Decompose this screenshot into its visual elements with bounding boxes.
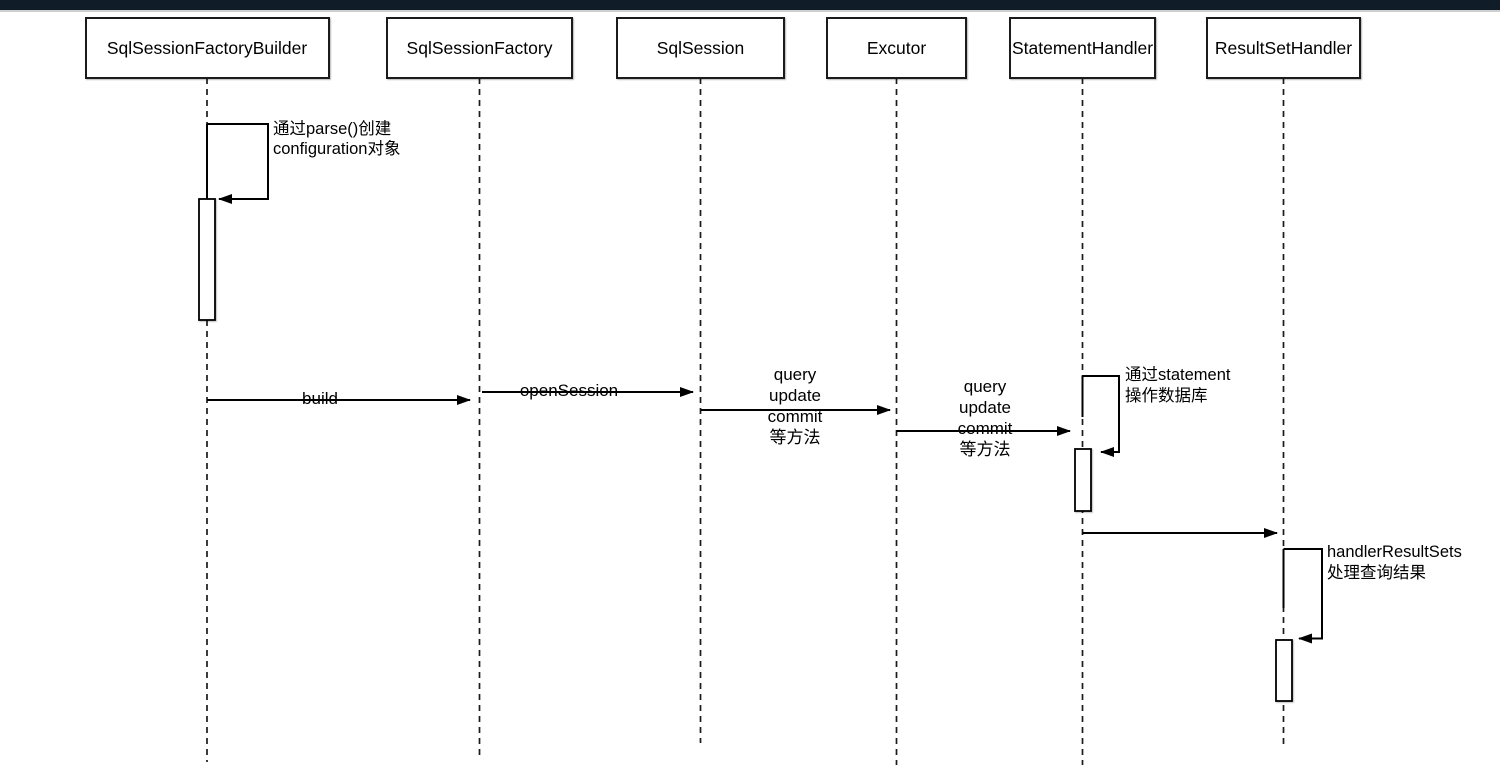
message-parse-self-loop: 通过parse()创建 configuration对象 (206, 119, 400, 204)
participant-label: SqlSession (657, 38, 745, 58)
participant-box (1206, 17, 1361, 79)
participant-box (85, 17, 330, 79)
participant-resultsethandler: ResultSetHandler (1206, 17, 1361, 79)
participant-sqlsession: SqlSession (616, 17, 785, 79)
activation-bar-builder (198, 198, 216, 321)
message-label: handlerResultSets (1327, 543, 1462, 561)
participant-label: SqlSessionFactory (407, 38, 553, 58)
self-loop-arrow (207, 123, 269, 204)
participant-excutor: Excutor (826, 17, 967, 79)
message-label: query (964, 377, 1007, 396)
activation-bar-resultsethandler (1275, 639, 1293, 702)
message-label: openSession (520, 381, 618, 400)
self-loop-arrow (1082, 375, 1120, 457)
participant-box (616, 17, 785, 79)
top-bar-divider (0, 10, 1500, 12)
message-handler-resultsets-self-loop: handlerResultSets 处理查询结果 (1282, 543, 1462, 644)
message-label: 通过statement (1125, 365, 1231, 384)
activation-bar-statementhandler (1074, 448, 1092, 512)
message-query-to-excutor: query update commit 等方法 (700, 365, 891, 447)
message-label: 操作数据库 (1125, 386, 1208, 405)
message-open-session: openSession (482, 381, 694, 400)
message-label: 处理查询结果 (1327, 563, 1426, 582)
message-build: build (207, 389, 471, 408)
participant-statementhandler: StatementHandler (1009, 17, 1156, 79)
message-statement-self-loop: 通过statement 操作数据库 (1081, 365, 1231, 457)
message-label: query (774, 365, 817, 384)
message-label: 等方法 (770, 428, 821, 447)
message-label: update (769, 386, 821, 405)
message-label: update (959, 398, 1011, 417)
participant-sqlsessionfactory: SqlSessionFactory (386, 17, 573, 79)
message-label: 等方法 (960, 440, 1011, 459)
participant-label: Excutor (867, 38, 926, 58)
message-label: configuration对象 (273, 139, 400, 158)
participant-label: ResultSetHandler (1215, 38, 1352, 58)
message-query-to-statement-handler: query update commit 等方法 (896, 377, 1071, 459)
participant-box (386, 17, 573, 79)
message-label: build (302, 389, 338, 408)
top-bar (0, 0, 1500, 10)
participant-label: StatementHandler (1012, 38, 1153, 58)
message-label: 通过parse()创建 (273, 119, 391, 138)
message-label: commit (958, 419, 1013, 438)
participant-label: SqlSessionFactoryBuilder (107, 38, 308, 58)
participant-sqlsessionfactorybuilder: SqlSessionFactoryBuilder (85, 17, 330, 79)
self-loop-arrow (1283, 548, 1323, 644)
message-label: commit (768, 407, 823, 426)
participant-box (1009, 17, 1156, 79)
participant-box (826, 17, 967, 79)
